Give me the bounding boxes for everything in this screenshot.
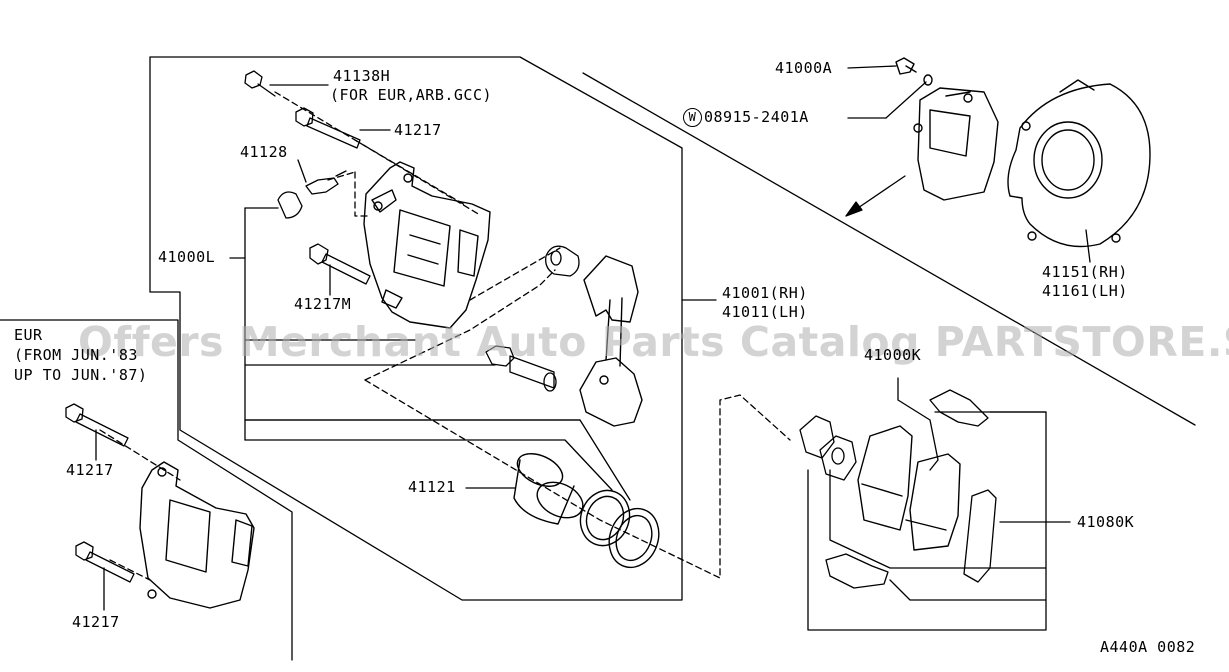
label-41000A: 41000A [775,59,833,77]
watermark-text: Offers Merchant Auto Parts Catalog PARTS… [78,318,1229,366]
eur-pin-upper [65,403,129,461]
torque-member [579,255,643,427]
bolt-41138H [244,70,276,97]
leader-08915-diag [885,81,927,119]
boot-41128 [277,170,347,219]
label-41001: 41001(RH) [722,284,808,302]
eur-pin-lower [75,541,135,611]
assembly-dashes [99,91,791,581]
leader-41000A [847,65,897,69]
label-41080K: 41080K [1077,513,1135,531]
shims [799,389,997,589]
pin-41217-top [295,107,361,149]
label-41151: 41151(RH) [1042,263,1128,281]
label-41138H: 41138H [333,67,391,85]
figure-code: A440A 0082 [1100,638,1196,656]
brake-pads [857,425,961,551]
label-41011: 41011(LH) [722,303,808,321]
eur-note-line2: (FROM JUN.'83 [14,346,138,364]
eur-note-line1: EUR [14,326,43,344]
label-08915-text: 08915-2401A [704,108,809,126]
eur-caliper [139,461,255,609]
group-outline-41000L [149,56,683,601]
leader-41151 [1085,229,1091,263]
label-41217-eur-lower: 41217 [72,613,120,631]
label-41217M: 41217M [294,295,352,313]
caliper-assembly-right [895,57,999,201]
dust-boot [545,245,580,277]
pad-kit-outline [807,377,1071,631]
bracket-41000L [229,207,631,501]
label-41121: 41121 [408,478,456,496]
label-41217-top: 41217 [394,121,442,139]
piston-41121 [513,453,660,569]
pin-41217M [309,243,371,285]
guide-pin-center [485,345,557,392]
section-divider [582,72,1196,426]
label-41138H-note: (FOR EUR,ARB.GCC) [330,86,493,104]
dust-shield [1007,79,1151,248]
caliper-body [363,161,491,329]
label-41161: 41161(LH) [1042,282,1128,300]
direction-arrow [845,175,906,217]
label-41128: 41128 [240,143,288,161]
washer-symbol: W [683,108,702,127]
leader-41128 [297,159,307,183]
eur-note-line3: UP TO JUN.'87) [14,366,148,384]
eur-region-outline [0,319,293,661]
label-41000K: 41000K [864,346,922,364]
label-41000L: 41000L [158,248,216,266]
label-41217-eur-upper: 41217 [66,461,114,479]
